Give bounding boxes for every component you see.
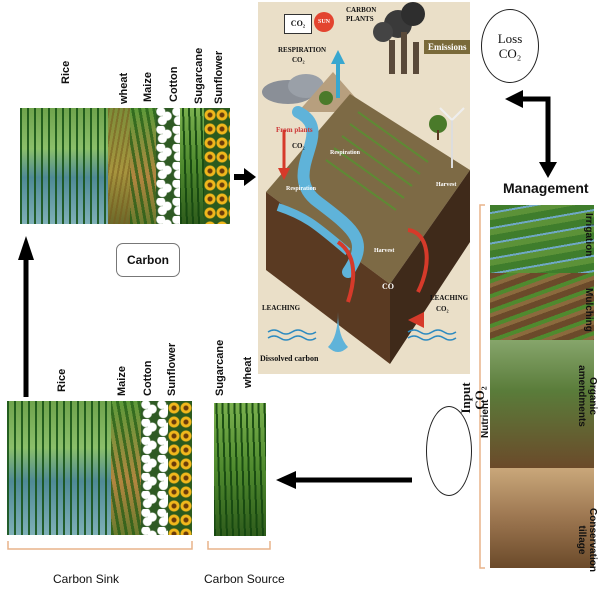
- leaching-left-label: LEACHING: [262, 304, 301, 312]
- carbon-label: Carbon: [127, 253, 169, 267]
- river: [292, 106, 364, 278]
- soil-block-right: [390, 170, 470, 364]
- management-item-organic: Organic amendments: [576, 365, 598, 427]
- wheat-photo: [108, 108, 130, 224]
- sink-rice-photo: [7, 401, 111, 535]
- respiration-label-1: Respiration: [330, 150, 360, 156]
- sink-sunflower-photo: [168, 401, 192, 535]
- cotton-photo: [156, 108, 180, 224]
- leaching-right-label: LEACHING: [430, 294, 469, 302]
- respiration-label-2: Respiration: [286, 186, 316, 192]
- conservation-tillage-photo: [490, 468, 594, 568]
- carbon-label-box: Carbon: [116, 243, 180, 277]
- dissolved-carbon-label: Dissolved carbon: [260, 354, 319, 363]
- maize-photo: [130, 108, 156, 224]
- top-crop-strip: [20, 108, 230, 224]
- management-arrow-head: [539, 162, 557, 178]
- loss-line2: CO₂: [498, 46, 522, 61]
- top-right-arrow-head: [244, 168, 256, 186]
- sink-crop-strip: [7, 401, 192, 535]
- sunflower-photo: [204, 108, 230, 224]
- respiration-top-co2: CO₂: [292, 56, 305, 64]
- sink-maize-photo: [111, 401, 141, 535]
- organic-amendments-photo: [490, 340, 594, 468]
- soil-block-left: [266, 192, 390, 364]
- input-co2-text: Input CO₂: [458, 371, 487, 425]
- management-item-irrigation: Irrigation: [583, 213, 594, 257]
- loss-arrow-head: [505, 90, 523, 108]
- harvest-label-2: Harvest: [374, 248, 395, 254]
- from-plants-label: From plants: [276, 126, 313, 134]
- loss-management-arrow: [521, 96, 551, 164]
- loss-line1: Loss: [497, 31, 523, 46]
- leaching-right-co2: CO₂: [436, 305, 449, 313]
- input-left-arrow-head: [276, 471, 296, 489]
- emissions-label: Emissions: [424, 40, 470, 54]
- management-item-mulching: Mulching: [583, 288, 594, 332]
- carbon-cycle-illustration: CO₂ SUN CARBON PLANTS RESPIRATION CO₂ Em…: [258, 2, 470, 374]
- input-line2: CO₂: [472, 386, 487, 410]
- sink-bracket: [7, 541, 193, 550]
- irrigation-photo: [490, 205, 594, 273]
- harvest-label-1: Harvest: [436, 182, 457, 188]
- respiration-top-label: RESPIRATION: [278, 46, 327, 54]
- rice-photo: [20, 108, 108, 224]
- illustration-artwork: [262, 2, 470, 364]
- up-arrow-head: [18, 236, 34, 260]
- co2-badge: CO₂: [284, 14, 312, 34]
- carbon-source-caption: Carbon Source: [204, 572, 285, 586]
- sugarcane-photo: [180, 108, 204, 224]
- co2-mid-label: CO₂: [292, 142, 305, 150]
- loss-co2-circle: Loss CO₂: [481, 9, 539, 83]
- source-bracket: [207, 541, 271, 550]
- source-sugarcane-wheat-photo: [214, 403, 266, 536]
- carbon-plants-label: CARBON PLANTS: [346, 6, 377, 23]
- management-item-tillage: Conservation tillage: [576, 508, 598, 572]
- management-bracket: [479, 204, 485, 569]
- input-co2-circle: Input CO₂: [426, 382, 487, 496]
- carbon-sink-caption: Carbon Sink: [53, 572, 120, 586]
- input-line1: Input: [458, 382, 473, 414]
- management-title: Management: [503, 180, 589, 196]
- sun-badge: SUN: [314, 12, 334, 32]
- co-label: CO: [382, 282, 394, 291]
- sink-cotton-photo: [141, 401, 168, 535]
- mulching-photo: [490, 273, 594, 340]
